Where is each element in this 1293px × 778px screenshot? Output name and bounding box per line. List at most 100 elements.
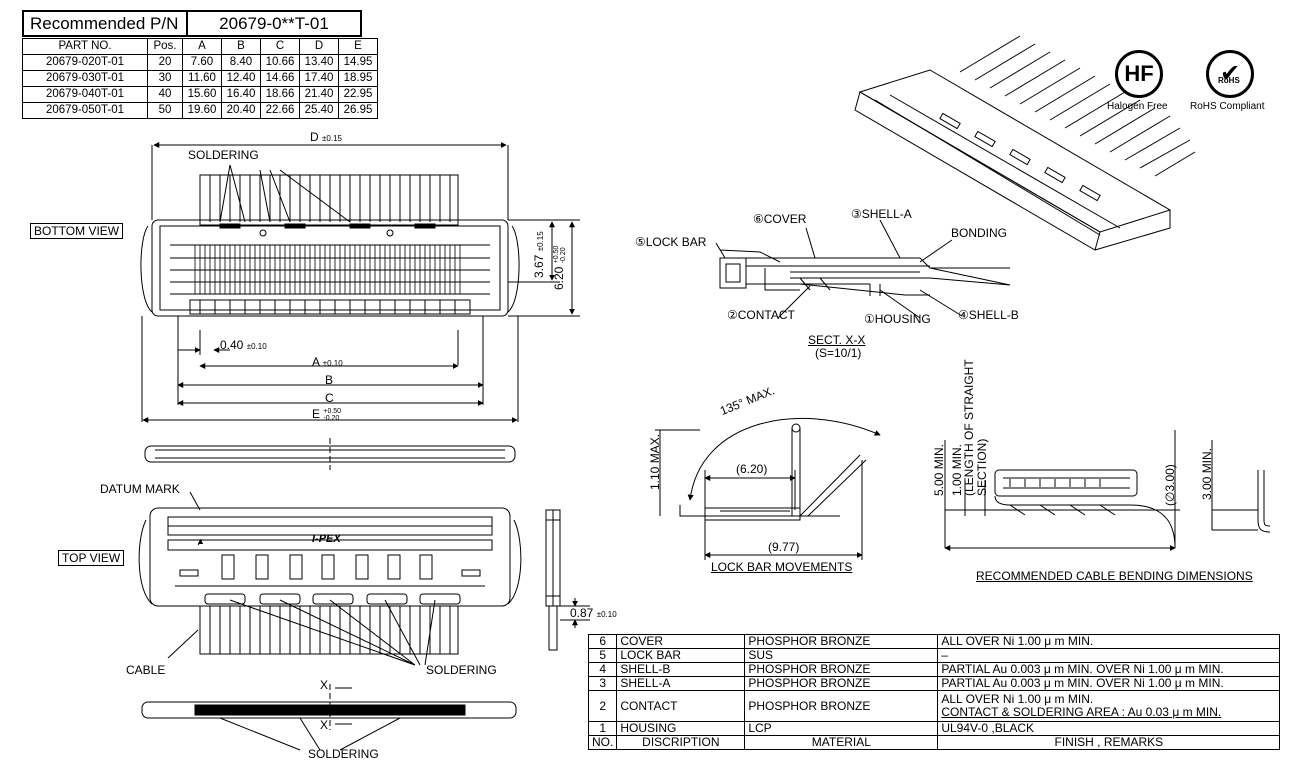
shell-b-label: ④SHELL-B [958, 308, 1019, 322]
lock-bar-section [719, 257, 747, 289]
cable-label: CABLE [126, 663, 166, 677]
dim-d-label: D [310, 130, 319, 144]
dim-e: E +0.50 -0.20 [312, 407, 341, 422]
dim-620: 6.20 +0.50 -0.20 [552, 246, 567, 290]
bom-fin: PARTIAL Au 0.003 μ m MIN. OVER Ni 1.00 μ… [937, 676, 1281, 691]
dim-367-value: 3.67 [532, 254, 546, 278]
part-number-table: PART NO. Pos. A B C D E 20679-020T-01 20… [22, 38, 378, 119]
halogen-free-icon: HF [1124, 61, 1154, 86]
recommended-pn-box: Recommended P/N 20679-0**T-01 [22, 10, 362, 37]
side-view-drawing [144, 438, 516, 470]
section-x-label-top: X [320, 678, 329, 692]
part-table-row: 20679-040T-01 40 15.60 16.40 18.66 21.40… [22, 86, 378, 103]
dim-e-tol: +0.50 -0.20 [323, 408, 341, 422]
bom-header-row: NO. DISCRIPTION MATERIAL FINISH , REMARK… [587, 735, 1281, 750]
rohs-compliant-label: RoHS Compliant [1190, 101, 1265, 112]
part-table-cell: 20679-050T-01 [22, 102, 148, 119]
dim-620-tol: +0.50 -0.20 [553, 246, 567, 264]
part-table-cell: 20679-020T-01 [22, 54, 148, 71]
dim-pitch-tol: ±0.10 [246, 342, 267, 351]
bom-no: 3 [587, 676, 618, 691]
dim-620-tol-plus: +0.50 [552, 245, 560, 264]
bom-desc: CONTACT [616, 690, 746, 722]
part-table-cell: 26.95 [338, 102, 378, 119]
section-title: SECT. X-X [808, 333, 866, 347]
iso-cable-fingers [959, 35, 1196, 177]
shell-a-label: ③SHELL-A [851, 207, 912, 221]
part-table-header: PART NO. [22, 38, 148, 55]
section-xx-drawing [715, 219, 1011, 319]
rohs-badge-text: RoHS [1218, 76, 1240, 85]
recommended-pn-label: Recommended P/N [24, 12, 188, 35]
dim-pitch: 0.40 ±0.10 [220, 338, 267, 352]
lock-bar-title: LOCK BAR MOVEMENTS [711, 560, 853, 574]
bom-header-no: NO. [587, 735, 618, 750]
bom-desc: HOUSING [616, 721, 746, 736]
dim-087: 0.87 ±0.10 [570, 606, 617, 620]
section-x-label-bottom: X [320, 718, 329, 732]
bom-desc: SHELL-A [616, 676, 746, 691]
contact-pattern [194, 245, 461, 294]
bonding-label: BONDING [951, 226, 1008, 240]
bom-mat: LCP [744, 721, 939, 736]
bom-fin: – [937, 648, 1281, 663]
dim-087-tol: ±0.10 [596, 610, 617, 619]
bom-desc: COVER [616, 634, 746, 649]
part-table-cell: 25.40 [299, 102, 339, 119]
dim-367-tol: ±0.15 [536, 231, 545, 252]
rohs-check-icon: ✔ [1219, 60, 1241, 87]
cover-label: ⑥COVER [753, 212, 807, 226]
bom-mat: PHOSPHOR BRONZE [744, 690, 939, 722]
bom-mat: PHOSPHOR BRONZE [744, 662, 939, 677]
dim-a-label: A [312, 355, 320, 369]
dim-087-value: 0.87 [570, 606, 594, 620]
dim-b: B [325, 373, 334, 387]
bom-row: 6 COVER PHOSPHOR BRONZE ALL OVER Ni 1.00… [587, 634, 1281, 649]
dim-a-tol: ±0.10 [322, 359, 343, 368]
datum-triangle-icon: ▲ [196, 536, 205, 546]
bend-dia: (∅3.00) [1163, 464, 1177, 506]
bend-title: RECOMMENDED CABLE BENDING DIMENSIONS [976, 569, 1253, 583]
bottom-view-label: BOTTOM VIEW [30, 223, 124, 239]
bom-row: 1 HOUSING LCP UL94V-0 ,BLACK [587, 721, 1281, 736]
bom-row: 5 LOCK BAR SUS – [587, 648, 1281, 663]
housing-label: ①HOUSING [864, 312, 931, 326]
isometric-view [854, 35, 1196, 251]
lock-bar-movements-drawing [655, 418, 881, 560]
section-scale: (S=10/1) [815, 346, 862, 360]
bottom-view-drawing [140, 174, 520, 317]
bom-mat: SUS [744, 648, 939, 663]
bom-table: 6 COVER PHOSPHOR BRONZE ALL OVER Ni 1.00… [587, 634, 1281, 750]
bottom-view-cable [199, 174, 459, 226]
bom-fin: PARTIAL Au 0.003 μ m MIN. OVER Ni 1.00 μ… [937, 662, 1281, 677]
bom-row: 4 SHELL-B PHOSPHOR BRONZE PARTIAL Au 0.0… [587, 662, 1281, 677]
dim-e-tol-minus: -0.20 [323, 414, 340, 422]
bom-header-mat: MATERIAL [744, 735, 939, 750]
bom-header-desc: DISCRIPTION [616, 735, 746, 750]
dim-620-value: 6.20 [552, 266, 566, 290]
top-view-drawing [138, 491, 522, 666]
contact-label: ②CONTACT [727, 308, 795, 322]
part-table-cell: 12.40 [221, 70, 261, 87]
dim-a: A ±0.10 [312, 355, 343, 369]
dim-e-label: E [312, 407, 321, 421]
halogen-free-label: Halogen Free [1107, 101, 1168, 112]
lock-bar-d620: (6.20) [736, 462, 768, 476]
part-table-row: 20679-030T-01 30 11.60 12.40 14.66 17.40… [22, 70, 378, 87]
dim-d-tol: ±0.15 [322, 134, 342, 143]
dim-c: C [325, 391, 334, 405]
bom-no: 1 [587, 721, 618, 736]
bottom-view-dimensions [141, 142, 580, 423]
bom-fin: ALL OVER Ni 1.00 μ m MIN. [941, 692, 1094, 706]
bend-straight-1: (LENGTH OF STRAIGHT [962, 359, 976, 496]
bom-row: 2 CONTACT PHOSPHOR BRONZE ALL OVER Ni 1.… [587, 690, 1281, 722]
bom-header-fin: FINISH , REMARKS [937, 735, 1281, 750]
part-table-cell: 21.40 [299, 86, 339, 103]
soldering-label-top: SOLDERING [188, 148, 259, 162]
soldering-label-bottom: SOLDERING [308, 747, 379, 761]
part-table-cell: 50 [147, 102, 183, 119]
top-view-windows [221, 554, 433, 580]
bom-fin: ALL OVER Ni 1.00 μ m MIN. [937, 634, 1281, 649]
bend-straight-2: SECTION) [975, 438, 989, 496]
